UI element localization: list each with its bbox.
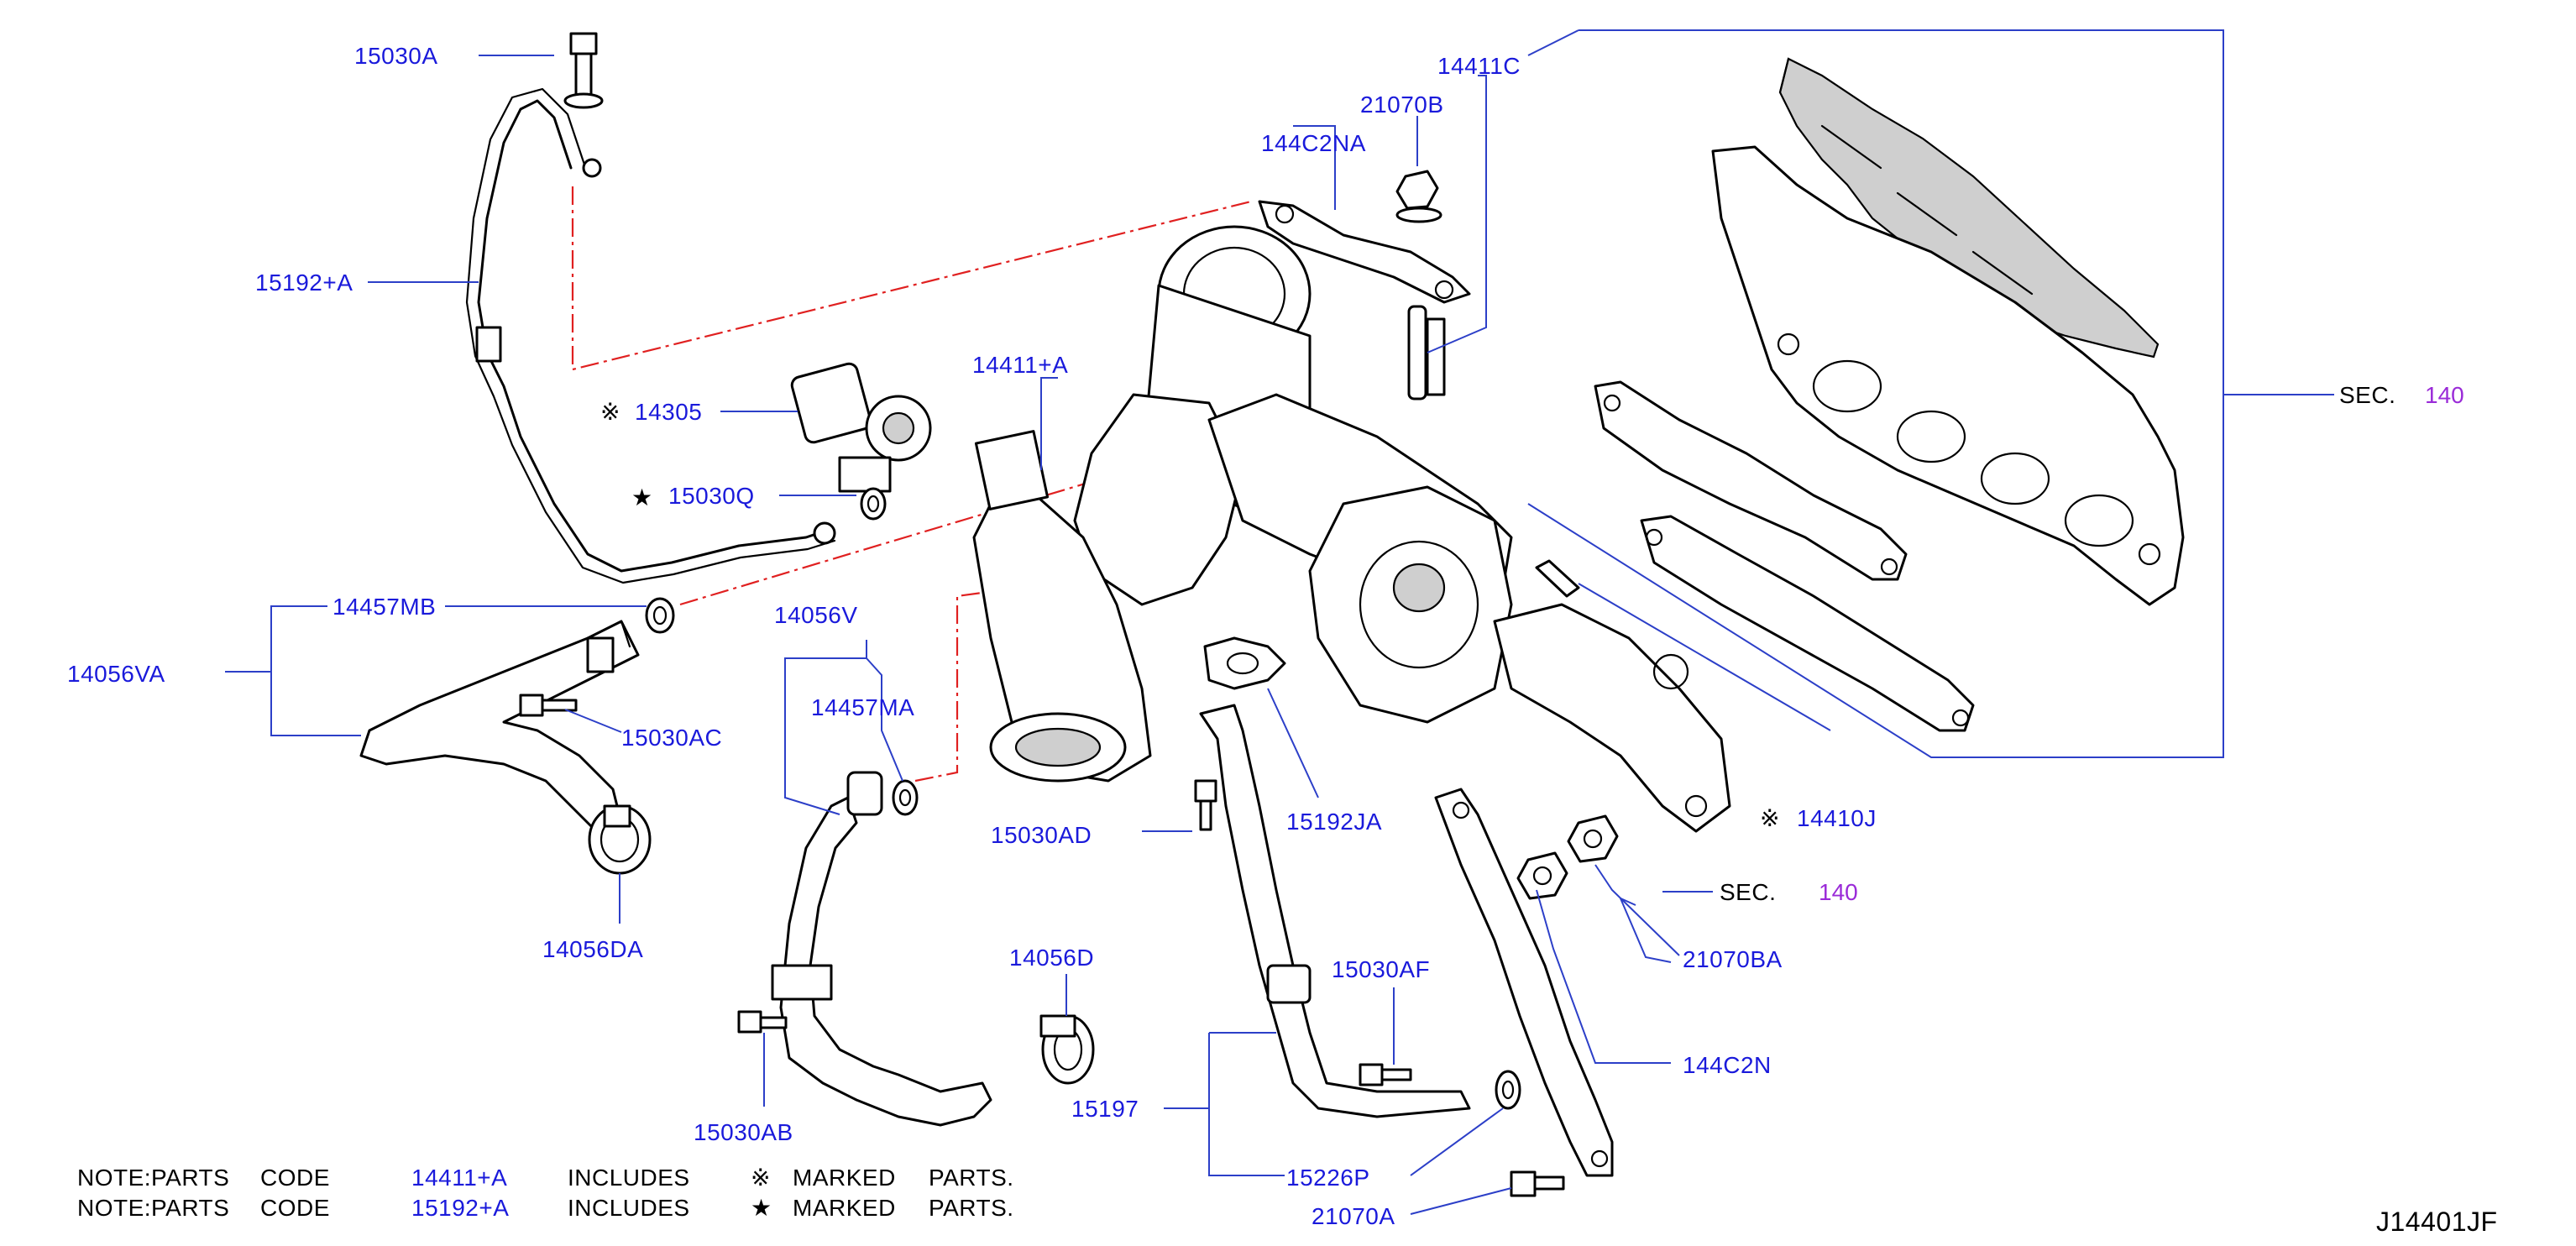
label-14410j: 14410J [1797, 805, 1877, 831]
clamp-14056d [1039, 1014, 1095, 1085]
label-14457mb: 14457MB [332, 594, 436, 620]
section-label-lower: SEC. [1720, 879, 1776, 905]
reference-mark-14410j: ※ [1760, 805, 1780, 831]
label-15192-plus-a: 15192+A [255, 270, 353, 296]
note-2-parts: PARTS. [929, 1195, 1014, 1221]
turbocharger-assembly [972, 200, 1731, 833]
leader-lines [225, 55, 1831, 1215]
section-number-upper: 140 [2425, 382, 2464, 408]
note-2-code: 15192+A [411, 1195, 509, 1221]
oil-feed-line [465, 87, 836, 584]
note-1-code: 14411+A [411, 1165, 507, 1191]
water-hose-14056va [359, 597, 675, 833]
label-15197: 15197 [1071, 1096, 1139, 1122]
reference-mark-14305: ※ [600, 399, 620, 425]
notes: NOTE:PARTS CODE 14411+A INCLUDES ※ MARKE… [77, 1165, 1014, 1221]
label-15226p: 15226P [1286, 1165, 1370, 1191]
bolt-15030ac [519, 694, 578, 717]
washer-15030q [860, 487, 887, 521]
label-14305: 14305 [635, 399, 702, 425]
section-label-upper: SEC. [2339, 382, 2395, 408]
nut-21070b [1395, 170, 1442, 223]
note-2-word: CODE [260, 1195, 330, 1221]
label-14056d: 14056D [1009, 945, 1094, 971]
label-21070ba: 21070BA [1683, 946, 1783, 972]
label-21070a: 21070A [1312, 1203, 1395, 1229]
bolt-15030ab [737, 1010, 788, 1034]
label-14411c: 14411C [1437, 53, 1521, 79]
nut-sec140 [1567, 814, 1619, 863]
label-15030af: 15030AF [1332, 956, 1430, 982]
label-15192ja: 15192JA [1286, 809, 1382, 835]
oil-return-15192ja [1199, 636, 1521, 1118]
star-mark-15030q: ★ [631, 484, 653, 510]
label-15030a: 15030A [354, 43, 438, 69]
note-2-prefix: NOTE:PARTS [77, 1195, 229, 1221]
stud-14410j [1535, 559, 1580, 598]
nut-21070ba [1516, 851, 1568, 900]
note-2-includes: INCLUDES [568, 1195, 690, 1221]
label-15030ad: 15030AD [991, 822, 1092, 848]
note-1-marked: MARKED [793, 1165, 896, 1191]
note-2-symbol: ★ [751, 1195, 772, 1221]
label-21070b: 21070B [1360, 92, 1444, 118]
water-pipe-14056v [771, 771, 992, 1127]
label-14056va: 14056VA [67, 661, 165, 687]
bolt-15030a [563, 32, 604, 109]
section-number-lower: 140 [1819, 879, 1858, 905]
bracket-144c2n [1434, 788, 1614, 1177]
part-labels: 15030A 15192+A ※ 14305 ★ 15030Q 14457MB … [67, 43, 2464, 1229]
note-1-prefix: NOTE:PARTS [77, 1165, 229, 1191]
note-1-parts: PARTS. [929, 1165, 1014, 1191]
note-1-word: CODE [260, 1165, 330, 1191]
label-15030q: 15030Q [668, 483, 755, 509]
label-15030ab: 15030AB [694, 1119, 793, 1145]
note-2-marked: MARKED [793, 1195, 896, 1221]
diagram-code: J14401JF [2376, 1207, 2498, 1237]
bolt-15030af [1359, 1063, 1412, 1086]
section-140-box [1527, 29, 2334, 758]
bolt-15030ad [1194, 779, 1217, 831]
label-14411-plus-a: 14411+A [972, 352, 1068, 378]
stud-14411c [1407, 305, 1427, 400]
label-15030ac: 15030AC [621, 725, 722, 751]
clamp-14056da [588, 804, 652, 875]
valve-14305 [790, 362, 932, 493]
note-1-symbol: ※ [751, 1165, 771, 1191]
manifold-strap-brackets [1594, 380, 1975, 732]
label-14056v: 14056V [774, 602, 858, 628]
label-144c2n: 144C2N [1683, 1052, 1772, 1078]
label-14457ma: 14457MA [811, 694, 914, 720]
heat-shield-upper [1778, 57, 2160, 359]
nut-21070a [1510, 1170, 1565, 1197]
label-144c2na: 144C2NA [1261, 130, 1366, 156]
exhaust-manifold-gasket [1711, 145, 2185, 606]
label-14056da: 14056DA [542, 936, 643, 962]
note-1-includes: INCLUDES [568, 1165, 690, 1191]
